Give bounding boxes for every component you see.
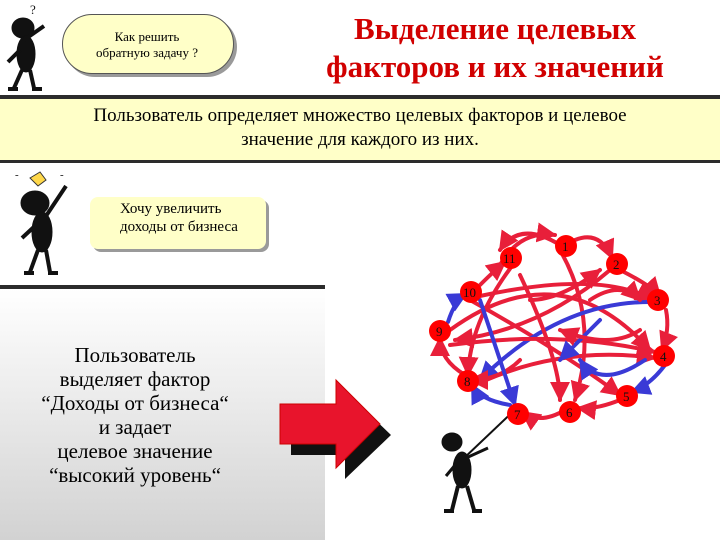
- svg-text:10: 10: [463, 285, 476, 300]
- speech-bubble: [90, 197, 266, 249]
- speech-line-1: Хочу увеличить: [120, 201, 222, 217]
- graph-node-5: 5: [616, 385, 638, 407]
- side-note: Пользователь выделяет фактор “Доходы от …: [0, 343, 270, 487]
- edge: [576, 398, 622, 421]
- edge: [578, 358, 647, 381]
- side-line-3: “Доходы от бизнеса“: [41, 391, 229, 415]
- svg-text:9: 9: [436, 324, 443, 339]
- graph-node-9: 9: [429, 320, 451, 342]
- graph-node-4: 4: [653, 345, 675, 367]
- svg-text:-: -: [15, 169, 19, 181]
- svg-text:2: 2: [613, 257, 620, 272]
- thought-bubble: [62, 14, 234, 74]
- description-line-2: значение для каждого из них.: [241, 129, 479, 150]
- graph-node-7: 7: [507, 403, 529, 425]
- edge: [468, 298, 622, 397]
- edge: [458, 260, 517, 377]
- title-line-1: Выделение целевых: [354, 11, 636, 46]
- page-title: Выделение целевых факторов и их значений: [285, 10, 705, 86]
- edge: [558, 248, 590, 402]
- svg-text:11: 11: [503, 251, 516, 266]
- edge: [558, 327, 642, 346]
- speech-line-2: доходы от бизнеса: [120, 219, 238, 235]
- divider-left: [0, 285, 325, 289]
- edge: [573, 235, 615, 260]
- graph-node-6: 6: [559, 401, 581, 423]
- pointer-stick-figure-icon: [441, 404, 521, 513]
- thinking-stick-figure-icon: ?: [6, 2, 46, 91]
- edge: [630, 363, 667, 395]
- svg-text:3: 3: [654, 293, 661, 308]
- svg-text:5: 5: [623, 389, 630, 404]
- graph-nodes: 1 2 3 4 5 6 7 8: [429, 235, 675, 425]
- edge: [528, 268, 602, 302]
- svg-text:-: -: [60, 169, 64, 181]
- edge: [588, 280, 642, 302]
- divider-top: [0, 95, 720, 99]
- speech-bubble-text: Хочу увеличить доходы от бизнеса: [120, 200, 270, 236]
- edge: [470, 383, 512, 407]
- side-line-2: выделяет фактор: [59, 367, 211, 391]
- graph-node-1: 1: [555, 235, 577, 257]
- thought-line-1: Как решить: [114, 29, 180, 44]
- divider-middle: [0, 160, 720, 163]
- svg-text:7: 7: [514, 407, 521, 422]
- thought-line-2: обратную задачу ?: [96, 45, 198, 60]
- side-line-5: целевое значение: [57, 439, 213, 463]
- title-line-2: факторов и их значений: [326, 49, 664, 84]
- description-text: Пользователь определяет множество целевы…: [10, 104, 710, 152]
- edge: [518, 273, 570, 402]
- side-line-1: Пользователь: [74, 343, 196, 367]
- red-arrow-icon: [279, 378, 391, 479]
- graph-node-8: 8: [457, 370, 479, 392]
- svg-text:4: 4: [660, 349, 667, 364]
- graph-node-10: 10: [460, 281, 482, 303]
- pointing-stick-figure-icon: - -: [15, 169, 68, 275]
- svg-text:6: 6: [566, 405, 573, 420]
- graph-node-11: 11: [500, 247, 522, 269]
- graph-node-3: 3: [647, 289, 669, 311]
- thought-bubble-text: Как решить обратную задачу ?: [62, 29, 232, 61]
- side-line-4: и задает: [98, 415, 172, 439]
- edge: [448, 336, 657, 358]
- edge: [659, 308, 678, 352]
- svg-text:?: ?: [30, 2, 36, 17]
- side-line-6: “высокий уровень“: [49, 463, 221, 487]
- svg-text:1: 1: [562, 239, 569, 254]
- description-line-1: Пользователь определяет множество целевы…: [93, 105, 627, 126]
- graph-node-2: 2: [606, 253, 628, 275]
- edge: [478, 298, 519, 407]
- svg-text:8: 8: [464, 374, 471, 389]
- side-panel: [0, 289, 325, 540]
- description-panel: [0, 99, 720, 160]
